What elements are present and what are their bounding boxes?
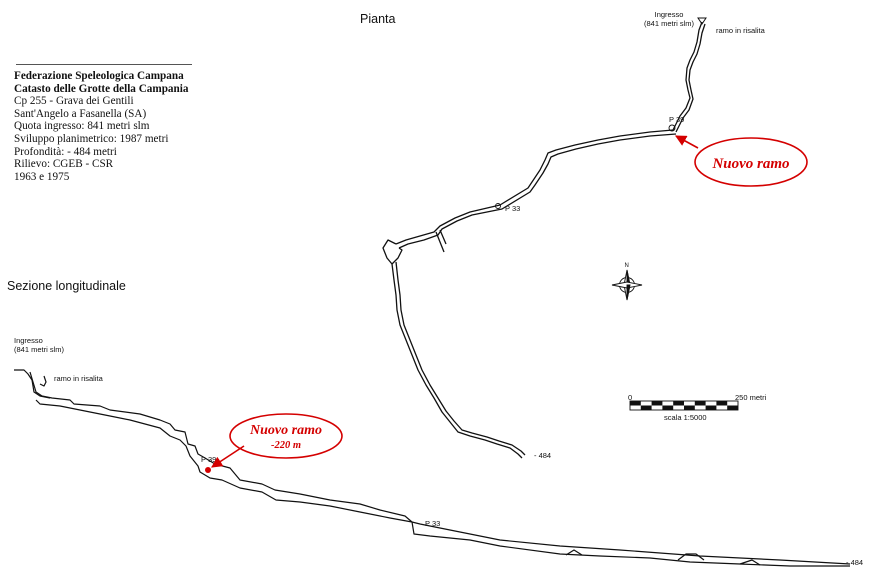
section-depth-label: - 484 <box>846 558 864 567</box>
plan-entrance-altitude: (841 metri slm) <box>644 19 695 28</box>
plan-passage-main-wall <box>398 133 677 249</box>
section-floor <box>35 399 850 567</box>
scale-end-label: 250 metri <box>735 393 767 402</box>
plan-callout-text: Nuovo ramo <box>711 156 789 172</box>
north-label: N <box>625 263 629 269</box>
section-title: Sezione longitudinale <box>7 279 126 293</box>
scale-ratio-label: scala 1:5000 <box>664 413 707 422</box>
plan-branch-label: ramo in risalita <box>716 26 765 35</box>
entrance-altitude: Quota ingresso: 841 metri slm <box>14 120 150 133</box>
plan-side-passage <box>435 229 447 253</box>
catalog-name: Catasto delle Grotte della Campania <box>14 82 189 95</box>
plan-entrance-marker <box>697 17 707 25</box>
plan-title: Pianta <box>360 12 396 26</box>
info-block: Federazione Speleologica Campana Catasto… <box>14 70 214 183</box>
plan-passage <box>382 21 706 459</box>
plan-passage-main <box>395 129 674 245</box>
plan-p33-marker <box>495 203 501 209</box>
plan-passage-lower-wall <box>395 261 526 456</box>
section-callout-text: Nuovo ramo <box>249 423 322 438</box>
scale-bar <box>629 400 739 411</box>
plan-passage-upper <box>672 21 703 131</box>
cave-name: Cp 255 - Grava dei Gentili <box>14 95 134 108</box>
plan-p39-marker <box>668 124 676 132</box>
info-divider <box>16 64 192 65</box>
section-branch-label: ramo in risalita <box>54 374 103 383</box>
plan-depth-label: - 484 <box>534 451 552 460</box>
plan-entrance-name: Ingresso <box>654 10 684 19</box>
plan-passage-lower <box>391 263 523 459</box>
plan-entrance-label: Ingresso (841 metri slm) <box>644 10 694 28</box>
north-arrow <box>611 269 643 301</box>
cave-location: Sant'Angelo a Fasanella (SA) <box>14 107 147 120</box>
survey-years: 1963 e 1975 <box>14 170 70 183</box>
section-profile <box>14 369 851 567</box>
section-entrance-altitude: (841 metri slm) <box>14 345 65 354</box>
section-floor-detail <box>565 549 761 566</box>
federation-name: Federazione Speleologica Campana <box>14 70 184 82</box>
cave-depth: Profondità: - 484 metri <box>14 145 117 158</box>
section-callout-depth: -220 m <box>271 440 301 451</box>
section-ceiling <box>29 371 851 565</box>
section-entrance-profile <box>14 369 51 399</box>
survey-credit: Rilievo: CGEB - CSR <box>14 158 114 171</box>
section-entrance-name: Ingresso <box>14 336 43 345</box>
plan-passage-upper-wall <box>675 23 706 133</box>
plan-loop <box>382 239 403 265</box>
plan-shaft-p39: P 39 <box>669 115 685 124</box>
planimetric-development: Sviluppo planimetrico: 1987 metri <box>14 132 169 145</box>
section-entrance-label: Ingresso (841 metri slm) <box>14 336 64 354</box>
section-callout <box>205 413 343 473</box>
scale-start-label: 0 <box>628 393 633 402</box>
plan-callout <box>675 135 808 187</box>
section-shaft-p33: P 33 <box>425 519 441 528</box>
plan-shaft-p33: P 33 <box>505 204 521 213</box>
